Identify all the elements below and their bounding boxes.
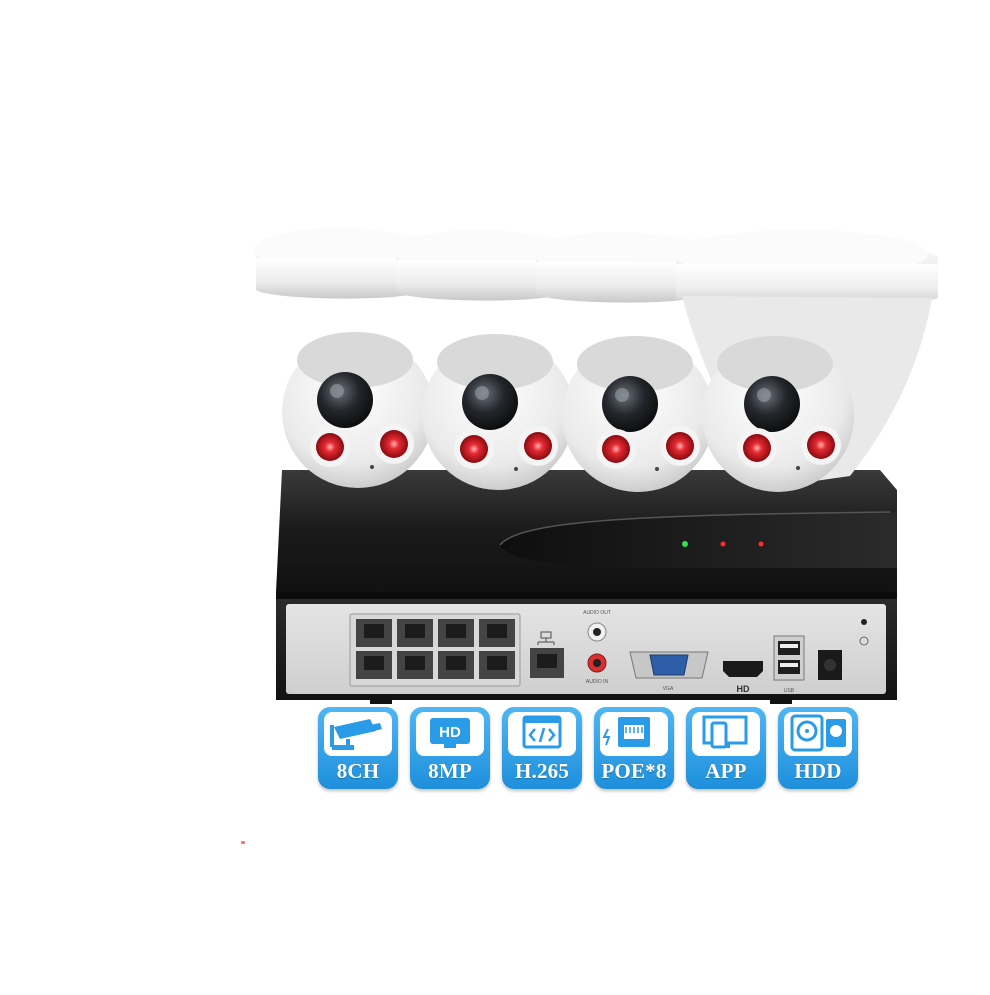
badge-label: 8MP: [428, 759, 472, 783]
status-led-icon: [758, 541, 764, 547]
nvr-front: [276, 470, 897, 600]
badge-hdd: HDD: [778, 707, 858, 789]
badge-8mp: HD 8MP: [410, 707, 490, 789]
code-window-icon: [522, 715, 562, 749]
cctv-camera-icon: [330, 719, 382, 750]
badge-label: APP: [705, 759, 747, 783]
badge-label: POE*8: [601, 759, 667, 783]
network-icon: [537, 631, 555, 645]
badge-8ch: 8CH: [318, 707, 398, 789]
poe-ports: [349, 613, 521, 687]
ethernet-port-icon: [602, 717, 650, 747]
phone-monitor-icon: [702, 715, 748, 749]
hd-label: HD: [737, 684, 750, 694]
badge-label: HDD: [794, 759, 842, 783]
badge-poe8: POE*8: [594, 707, 674, 789]
stray-mark: [241, 841, 245, 844]
nvr-rear-panel: AUDIO OUT AUDIO IN VGA HD USB: [276, 599, 897, 704]
hdmi-port: [723, 661, 763, 677]
power-led-icon: [682, 541, 688, 547]
reset-button: [861, 619, 867, 625]
feature-badges: 8CH HD 8MP H.265: [318, 707, 858, 789]
audio-out-label: AUDIO OUT: [583, 610, 611, 616]
audio-in-label: AUDIO IN: [586, 679, 609, 685]
badge-label: H.265: [514, 759, 570, 783]
usb-label: USB: [784, 688, 795, 694]
badge-h265: H.265: [502, 707, 582, 789]
badge-label: 8CH: [336, 759, 380, 783]
status-led-icon: [720, 541, 726, 547]
camera-3: [534, 232, 714, 492]
hd-icon-text: HD: [439, 724, 461, 741]
camera-4: [672, 230, 938, 492]
camera-2: [394, 230, 574, 490]
badge-app: APP: [686, 707, 766, 789]
hard-drive-icon: [790, 714, 846, 752]
camera-1: [254, 228, 434, 488]
hd-icon: HD: [430, 718, 470, 748]
vga-label: VGA: [663, 686, 674, 692]
